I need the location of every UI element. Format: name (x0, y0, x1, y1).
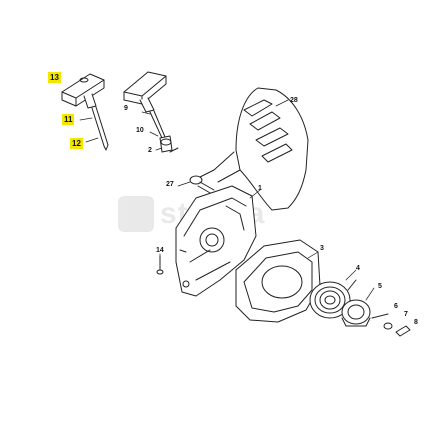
callout-6: 6 (394, 303, 398, 310)
t-wrench-left (61, 73, 109, 151)
callout-8: 8 (414, 319, 418, 326)
fan-housing (235, 239, 321, 323)
callout-2: 2 (148, 147, 152, 154)
callout-7: 7 (404, 311, 408, 318)
callout-13: 13 (48, 72, 61, 83)
callout-11: 11 (62, 114, 75, 125)
t-wrench-right (123, 71, 179, 153)
callout-27: 27 (166, 181, 174, 188)
callout-3: 3 (320, 245, 324, 252)
callout-10: 10 (136, 127, 144, 134)
watermark-logo-icon (118, 196, 154, 232)
callout-28: 28 (290, 97, 298, 104)
callout-5: 5 (378, 283, 382, 290)
callout-4: 4 (356, 265, 360, 272)
screw-27 (189, 175, 215, 195)
callout-1: 1 (258, 185, 262, 192)
callout-9: 9 (124, 105, 128, 112)
chain-cover (197, 87, 309, 211)
callout-12: 12 (70, 138, 83, 149)
rewind-spring (309, 279, 357, 319)
small-parts (371, 313, 411, 337)
rope-rotor (341, 299, 371, 327)
callout-14: 14 (156, 247, 164, 254)
screw-14 (156, 255, 164, 275)
leader-lines (79, 99, 375, 301)
sprocket-cover (175, 185, 257, 297)
